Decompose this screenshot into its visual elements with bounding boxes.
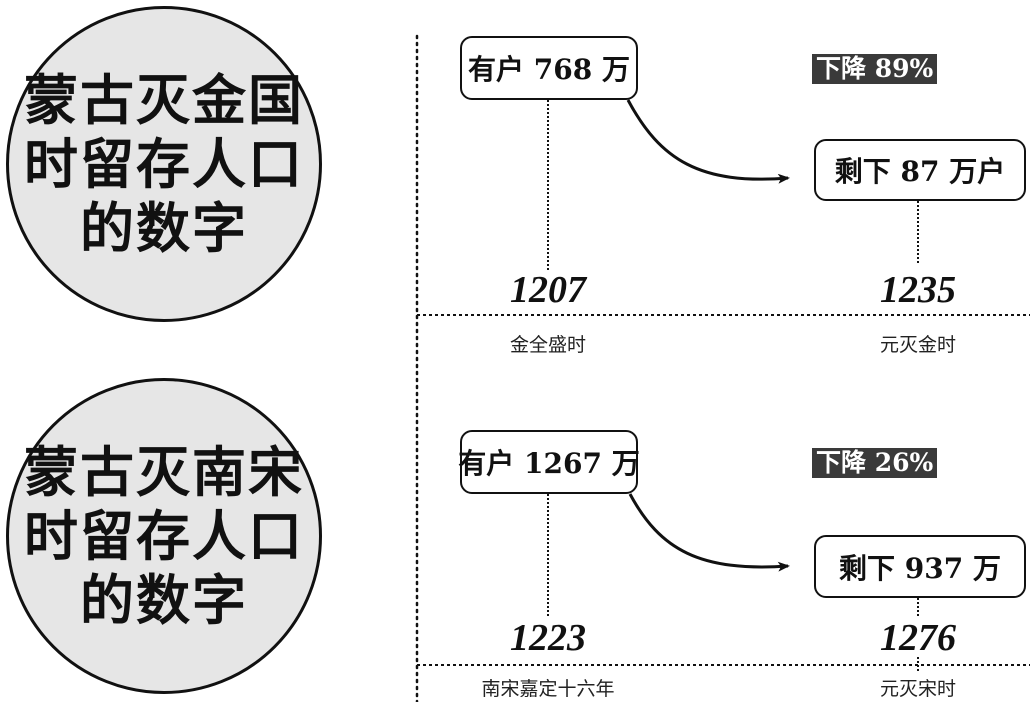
period-start-song: 南宋嘉定十六年 bbox=[481, 678, 615, 700]
end-households-box-song: 剩下 937 万 bbox=[814, 535, 1026, 598]
decline-label: 下降 26% bbox=[816, 448, 934, 477]
start-households-label: 有户 1267 万 bbox=[458, 447, 640, 480]
title-line: 蒙古灭南宋 bbox=[24, 440, 304, 504]
title-circle-jin: 蒙古灭金国 时留存人口 的数字 bbox=[6, 6, 322, 322]
title-line: 时留存人口 bbox=[24, 132, 304, 196]
end-households-label: 剩下 87 万户 bbox=[834, 155, 1006, 188]
decline-label: 下降 89% bbox=[816, 54, 934, 83]
title-line: 时留存人口 bbox=[24, 504, 304, 568]
start-households-label: 有户 768 万 bbox=[468, 53, 630, 86]
year-end-jin: 1235 bbox=[880, 269, 956, 311]
year-start-song: 1223 bbox=[510, 617, 586, 659]
decline-badge-jin: 下降 89% bbox=[812, 54, 938, 84]
title-line: 的数字 bbox=[80, 568, 248, 632]
arrow-jin bbox=[626, 99, 790, 184]
end-households-label: 剩下 937 万 bbox=[839, 551, 1001, 585]
title-circle-song: 蒙古灭南宋 时留存人口 的数字 bbox=[6, 378, 322, 694]
title-line: 蒙古灭金国 bbox=[24, 68, 304, 132]
start-households-box-jin: 有户 768 万 bbox=[460, 36, 638, 100]
year-start-jin: 1207 bbox=[510, 269, 586, 311]
title-line: 的数字 bbox=[80, 196, 248, 260]
period-start-jin: 金全盛时 bbox=[509, 334, 587, 356]
arrow-song bbox=[628, 493, 790, 572]
period-end-song: 元灭宋时 bbox=[879, 678, 957, 700]
period-end-jin: 元灭金时 bbox=[879, 334, 957, 356]
end-households-box-jin: 剩下 87 万户 bbox=[814, 139, 1026, 201]
start-households-box-song: 有户 1267 万 bbox=[458, 430, 640, 494]
year-end-song: 1276 bbox=[880, 617, 956, 659]
decline-badge-song: 下降 26% bbox=[812, 448, 938, 478]
